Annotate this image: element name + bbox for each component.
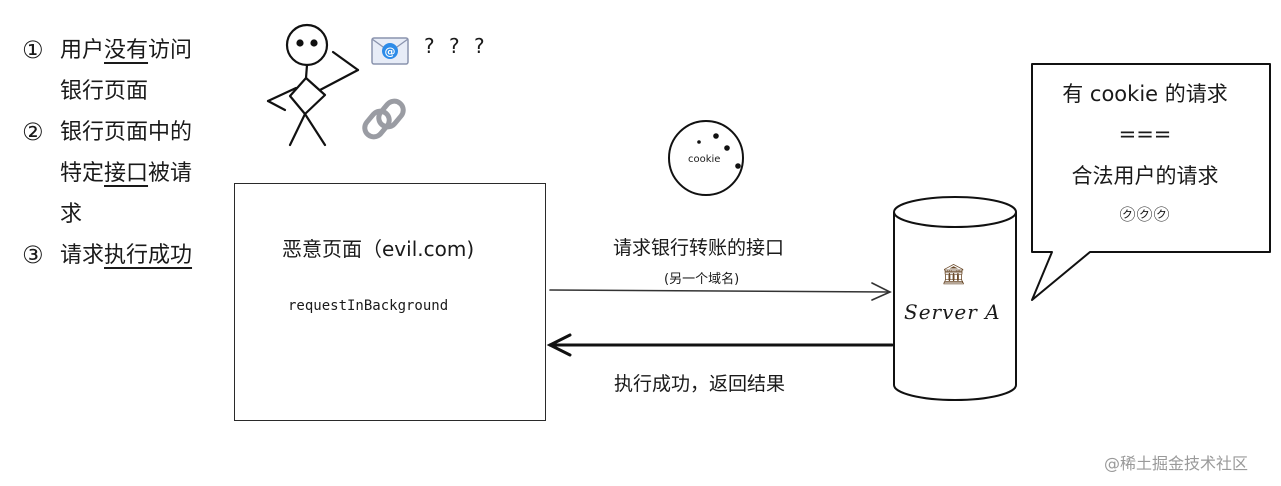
cookie-label: cookie [688, 154, 721, 165]
evil-page-box [234, 183, 546, 421]
watermark: @稀土掘金技术社区 [1104, 454, 1249, 473]
bubble-line: 合法用户的请求 [1071, 164, 1219, 188]
step-item: ① 用户没有访问银行页面 [22, 30, 222, 112]
step-text: 银行页面中的特定 [60, 120, 193, 186]
server-label: Server A [904, 300, 1001, 324]
server-cylinder [893, 196, 1017, 401]
step-underlined: 接口 [104, 161, 149, 186]
response-label: 执行成功，返回结果 [614, 373, 786, 395]
request-label: 请求银行转账的接口 [613, 237, 785, 259]
stick-figure-icon [266, 23, 360, 147]
chain-link-icon [362, 98, 406, 140]
step-underlined: 没有 [104, 38, 149, 63]
bank-icon: 🏛 [941, 262, 967, 286]
step-item: ② 银行页面中的特定接口被请求 [22, 112, 222, 235]
request-sublabel: (另一个域名) [664, 272, 740, 287]
step-text: 用户 [60, 38, 105, 63]
evil-page-title: 恶意页面（evil.com) [282, 237, 475, 261]
question-marks: ? ? ? [424, 34, 489, 58]
step-number: ② [22, 118, 44, 146]
bubble-line: 有 cookie 的请求 [1062, 82, 1228, 106]
email-icon: @ [371, 37, 409, 65]
request-arrow [549, 282, 892, 301]
step-number: ③ [22, 241, 44, 269]
bubble-line: ㋗㋗㋗ [1119, 205, 1171, 224]
step-text: 请求 [60, 243, 105, 268]
step-text: 访问银行页面 [60, 38, 193, 104]
evil-page-code: requestInBackground [288, 298, 449, 314]
bubble-line: === [1118, 122, 1172, 146]
speech-bubble [1031, 63, 1271, 301]
step-number: ① [22, 36, 44, 64]
step-text: 被请求 [60, 161, 193, 227]
cookie-icon [668, 120, 744, 196]
response-arrow [546, 333, 894, 357]
steps-list: ① 用户没有访问银行页面 ② 银行页面中的特定接口被请求 ③ 请求执行成功 [22, 30, 222, 276]
step-underlined: 执行成功 [104, 243, 193, 268]
step-item: ③ 请求执行成功 [22, 235, 222, 276]
svg-text:@: @ [385, 45, 396, 58]
